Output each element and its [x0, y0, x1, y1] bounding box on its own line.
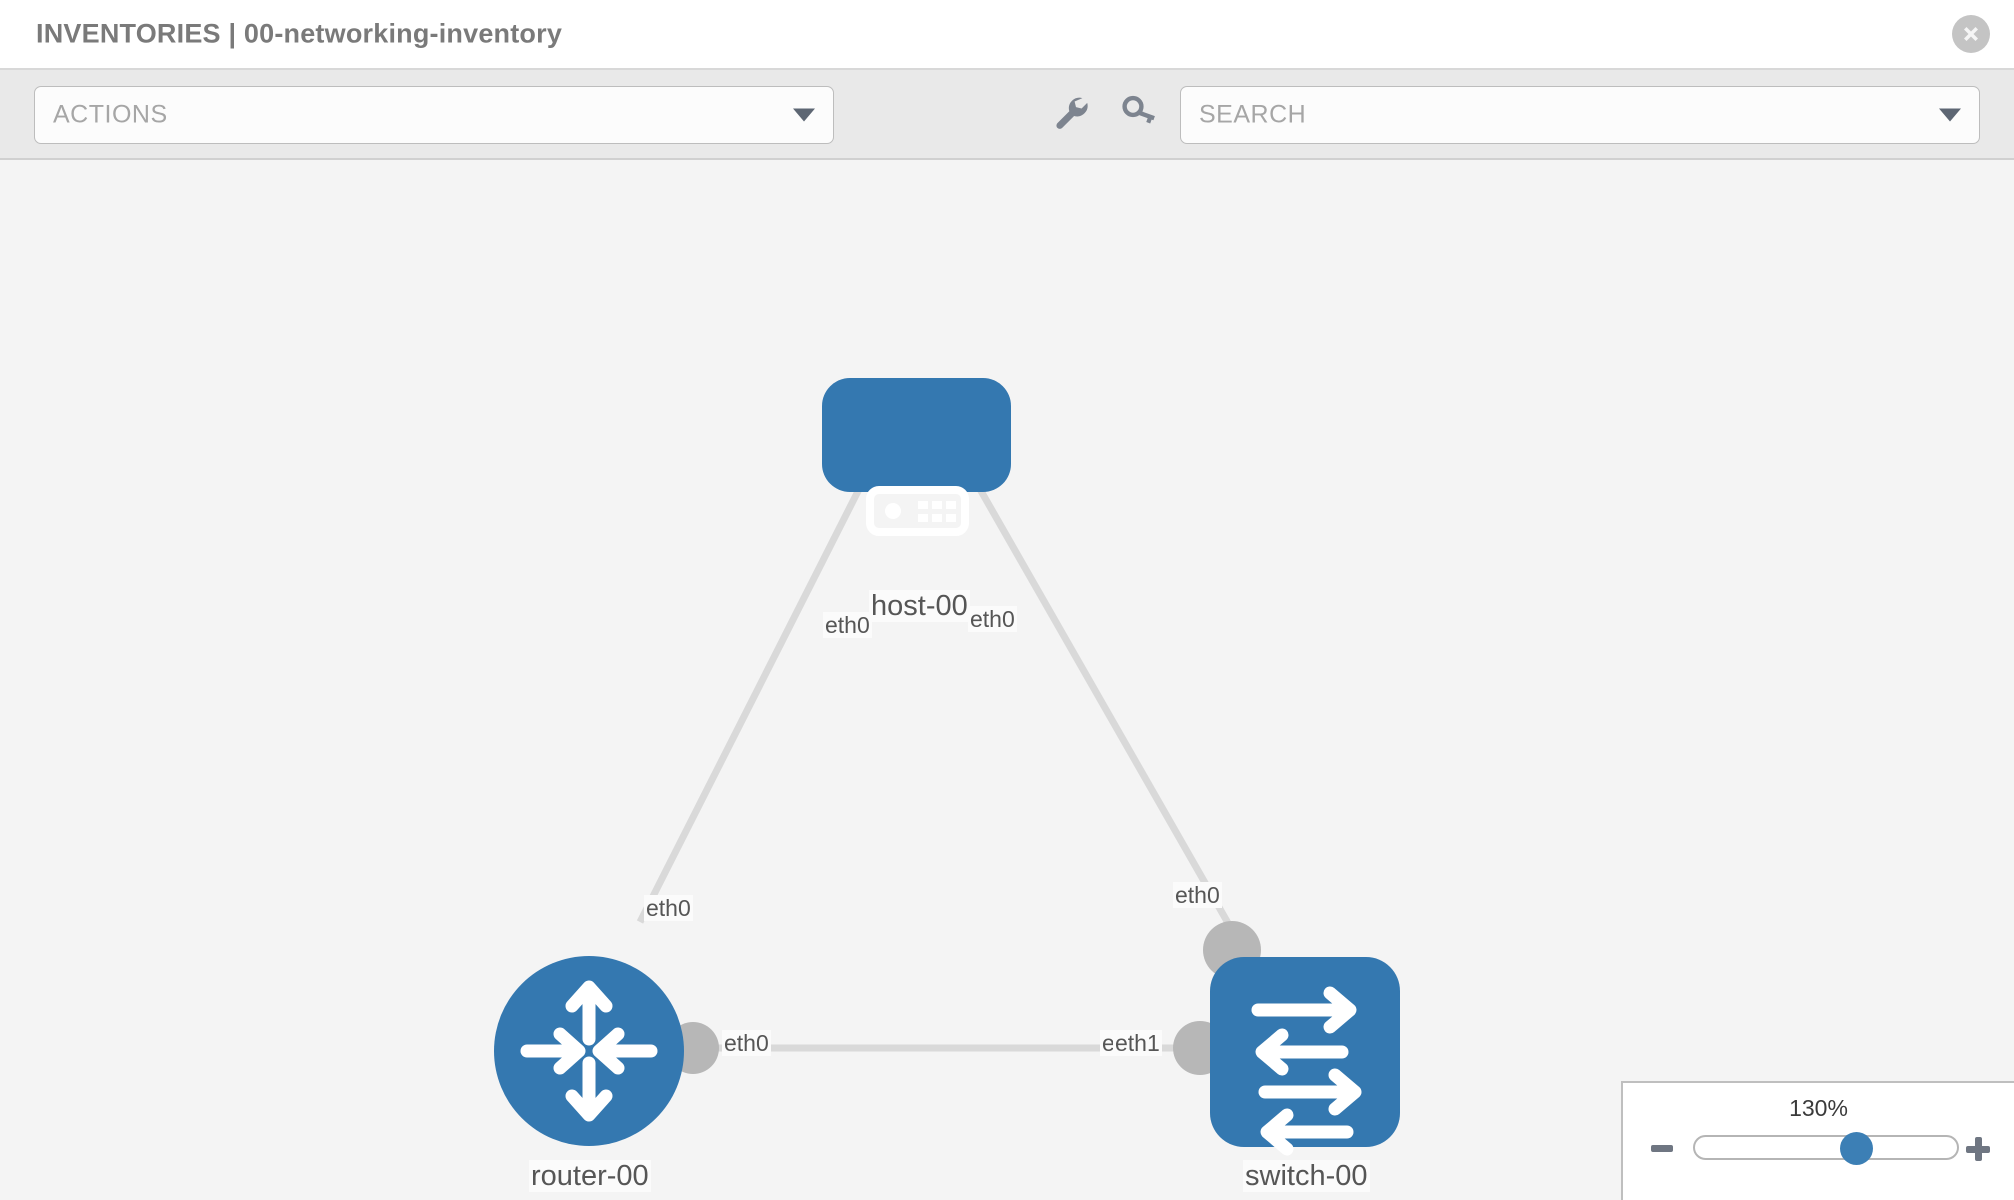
- search-input[interactable]: SEARCH: [1180, 86, 1980, 144]
- topology-graph: [494, 378, 1400, 1156]
- edge-label-router-up-port: eth0: [644, 895, 693, 922]
- chevron-down-icon[interactable]: [1939, 108, 1961, 122]
- edge-label-host-left-port: eth0: [823, 612, 872, 639]
- search-placeholder: SEARCH: [1199, 100, 1307, 129]
- zoom-slider[interactable]: [1693, 1132, 1959, 1165]
- close-icon[interactable]: [1952, 15, 1990, 53]
- edge-label-switch-up-port: eth0: [1173, 882, 1222, 909]
- zoom-in-icon[interactable]: [1966, 1137, 1990, 1161]
- node-label-switch-00: switch-00: [1243, 1160, 1370, 1193]
- edge-label-switch-left-port-b: eth1: [1113, 1030, 1162, 1057]
- edge-label-host-right-port: eth0: [968, 606, 1017, 633]
- key-icon[interactable]: [1117, 90, 1161, 139]
- node-label-router-00: router-00: [529, 1160, 651, 1193]
- chevron-down-icon: [793, 108, 815, 122]
- node-router-00: [494, 956, 684, 1146]
- page-title: INVENTORIES | 00-networking-inventory: [36, 18, 563, 49]
- actions-dropdown[interactable]: ACTIONS: [34, 86, 834, 144]
- toolbar: ACTIONS SEARCH: [0, 70, 2014, 160]
- link-host-switch: [941, 426, 1236, 932]
- wrench-icon[interactable]: [1049, 90, 1093, 139]
- node-host-00: [822, 378, 1011, 536]
- zoom-slider-thumb[interactable]: [1840, 1132, 1873, 1165]
- topology-canvas[interactable]: eth0 host-00 eth0 eth0 eth0 router-00 et…: [0, 160, 2014, 1200]
- link-host-router: [636, 426, 894, 924]
- node-switch-00: [1210, 957, 1400, 1156]
- zoom-out-icon[interactable]: [1651, 1145, 1673, 1152]
- actions-dropdown-label: ACTIONS: [53, 100, 168, 129]
- node-label-host-00: host-00: [869, 590, 970, 623]
- zoom-percent-label: 130%: [1789, 1095, 1848, 1121]
- edge-label-router-right-port: eth0: [722, 1030, 771, 1057]
- zoom-control-panel: 130%: [1621, 1081, 2014, 1200]
- zoom-slider-row: [1623, 1132, 2014, 1175]
- window-header: INVENTORIES | 00-networking-inventory: [0, 0, 2014, 70]
